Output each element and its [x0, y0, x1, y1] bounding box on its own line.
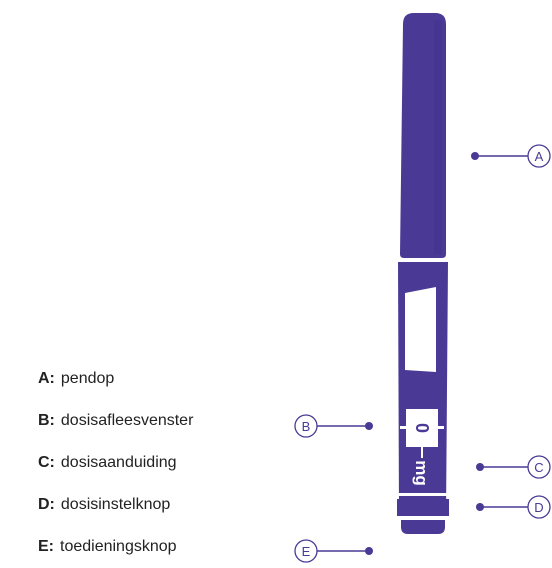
callout-label-c: C: [534, 460, 543, 475]
callout-circle-b: [294, 414, 318, 438]
callout-circle-a: [527, 144, 551, 168]
legend-label: dosisinstelknop: [60, 496, 171, 513]
cap-separator: [396, 258, 450, 262]
injection-button: [401, 520, 445, 534]
callout-label-d: D: [534, 500, 543, 515]
legend-item-d: D: dosisinstelknop: [38, 494, 170, 516]
dose-viewing-window: [405, 287, 436, 372]
legend-label: toedieningsknop: [60, 538, 177, 555]
callout-circle-e: [294, 539, 318, 563]
dose-unit: mg: [412, 460, 431, 486]
dose-indicator-mark-left: [400, 426, 406, 429]
legend-item-e: E: toedieningsknop: [38, 536, 177, 558]
callout-label-b: B: [302, 419, 311, 434]
dose-selector: [397, 499, 449, 516]
legend-item-a: A: pendop: [38, 368, 114, 390]
callout-dot-c: [476, 463, 484, 471]
callout-circle-d: [527, 495, 551, 519]
callout-dot-e: [365, 547, 373, 555]
dose-scale-line: [421, 446, 423, 458]
legend-label: dosisafleesvenster: [60, 412, 194, 429]
dose-display-window: [406, 409, 438, 447]
callout-label-e: E: [302, 544, 311, 559]
legend-key: C:: [38, 454, 55, 471]
dose-indicator-mark-right: [438, 426, 444, 429]
selector-separator: [396, 493, 450, 496]
legend-key: D:: [38, 496, 55, 513]
pen-cap-shade: [434, 20, 442, 254]
callout-label-a: A: [535, 149, 544, 164]
legend-item-b: B: dosisafleesvenster: [38, 410, 193, 432]
legend-label: pendop: [60, 370, 115, 387]
callout-dot-d: [476, 503, 484, 511]
legend-key: A:: [38, 370, 55, 387]
legend-item-c: C: dosisaanduiding: [38, 452, 177, 474]
callout-dot-a: [471, 152, 479, 160]
callout-circle-c: [527, 455, 551, 479]
legend-key: B:: [38, 412, 55, 429]
legend-key: E:: [38, 538, 54, 555]
dose-selector-gap: [396, 516, 450, 520]
legend-label: dosisaanduiding: [60, 454, 177, 471]
callout-dot-b: [365, 422, 373, 430]
dose-value: 0: [412, 423, 432, 433]
